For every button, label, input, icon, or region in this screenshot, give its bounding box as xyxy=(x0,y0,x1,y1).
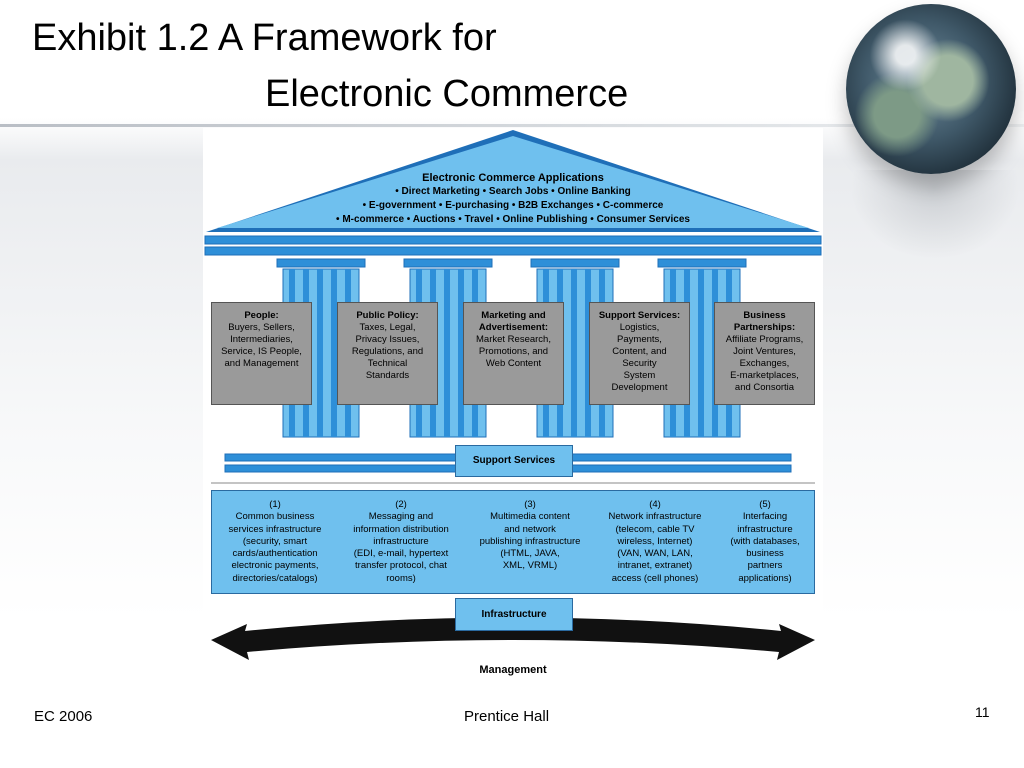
management-arrow xyxy=(211,617,815,660)
support-services-label: Support Services xyxy=(455,445,573,477)
pillar-body: Market Research, Promotions, and Web Con… xyxy=(476,334,551,369)
slide-title-line2: Electronic Commerce xyxy=(265,73,629,115)
roof-line-2: • E-government • E-purchasing • B2B Exch… xyxy=(362,200,664,211)
pillar-title: People: xyxy=(244,310,279,321)
roof-title: Electronic Commerce Applications xyxy=(422,172,604,184)
roof-line-1: • Direct Marketing • Search Jobs • Onlin… xyxy=(395,186,631,197)
pillar-box-people: People: Buyers, Sellers, Intermediaries,… xyxy=(211,302,312,405)
management-label: Management xyxy=(479,664,547,676)
infrastructure-item-3: (3) Multimedia content and network publi… xyxy=(479,499,581,572)
footer-center: Prentice Hall xyxy=(464,708,550,725)
pillar-body: Affiliate Programs, Joint Ventures, Exch… xyxy=(725,334,804,393)
pillar-title: Marketing and Advertisement: xyxy=(478,310,549,333)
infrastructure-item-4: (4) Network infrastructure (telecom, cab… xyxy=(608,499,702,584)
roof-line-3: • M-commerce • Auctions • Travel • Onlin… xyxy=(336,214,690,225)
pillar-cap-2 xyxy=(403,258,493,268)
infrastructure-item-1: (1) Common business services infrastruct… xyxy=(228,499,322,584)
pillar-box-business-partnerships: Business Partnerships: Affiliate Program… xyxy=(714,302,815,405)
page-number: 11 xyxy=(975,704,990,720)
pillar-body: Buyers, Sellers, Intermediaries, Service… xyxy=(221,322,302,369)
title-divider xyxy=(0,124,1024,127)
pillar-title: Support Services: xyxy=(598,310,681,321)
pillar-box-marketing: Marketing and Advertisement: Market Rese… xyxy=(463,302,564,405)
pillar-title: Public Policy: xyxy=(356,310,419,321)
pillar-box-support-services: Support Services: Logistics, Payments, C… xyxy=(589,302,690,405)
pillar-body: Taxes, Legal, Privacy Issues, Regulation… xyxy=(351,322,424,381)
footer-left: EC 2006 xyxy=(34,708,93,725)
ec-framework-diagram: Electronic Commerce Applications • Direc… xyxy=(203,128,823,688)
pillar-cap-1 xyxy=(276,258,366,268)
pillar-cap-4 xyxy=(657,258,747,268)
pillar-body: Logistics, Payments, Content, and Securi… xyxy=(611,322,668,393)
globe-icon xyxy=(846,4,1016,174)
pillar-title: Business Partnerships: xyxy=(733,310,796,333)
globe-reflection xyxy=(850,170,1020,260)
roof-beam-1 xyxy=(204,235,822,245)
pillar-box-public-policy: Public Policy: Taxes, Legal, Privacy Iss… xyxy=(337,302,438,405)
pillar-cap-3 xyxy=(530,258,620,268)
infrastructure-label: Infrastructure xyxy=(455,598,573,631)
roof-beam-2 xyxy=(204,246,822,256)
infrastructure-panel: (1) Common business services infrastruct… xyxy=(211,490,815,594)
slide-title-line1: Exhibit 1.2 A Framework for xyxy=(32,17,497,59)
infrastructure-item-2: (2) Messaging and information distributi… xyxy=(353,499,449,584)
roof-inner xyxy=(217,136,809,228)
infrastructure-item-5: (5) Interfacing infrastructure (with dat… xyxy=(730,499,800,584)
